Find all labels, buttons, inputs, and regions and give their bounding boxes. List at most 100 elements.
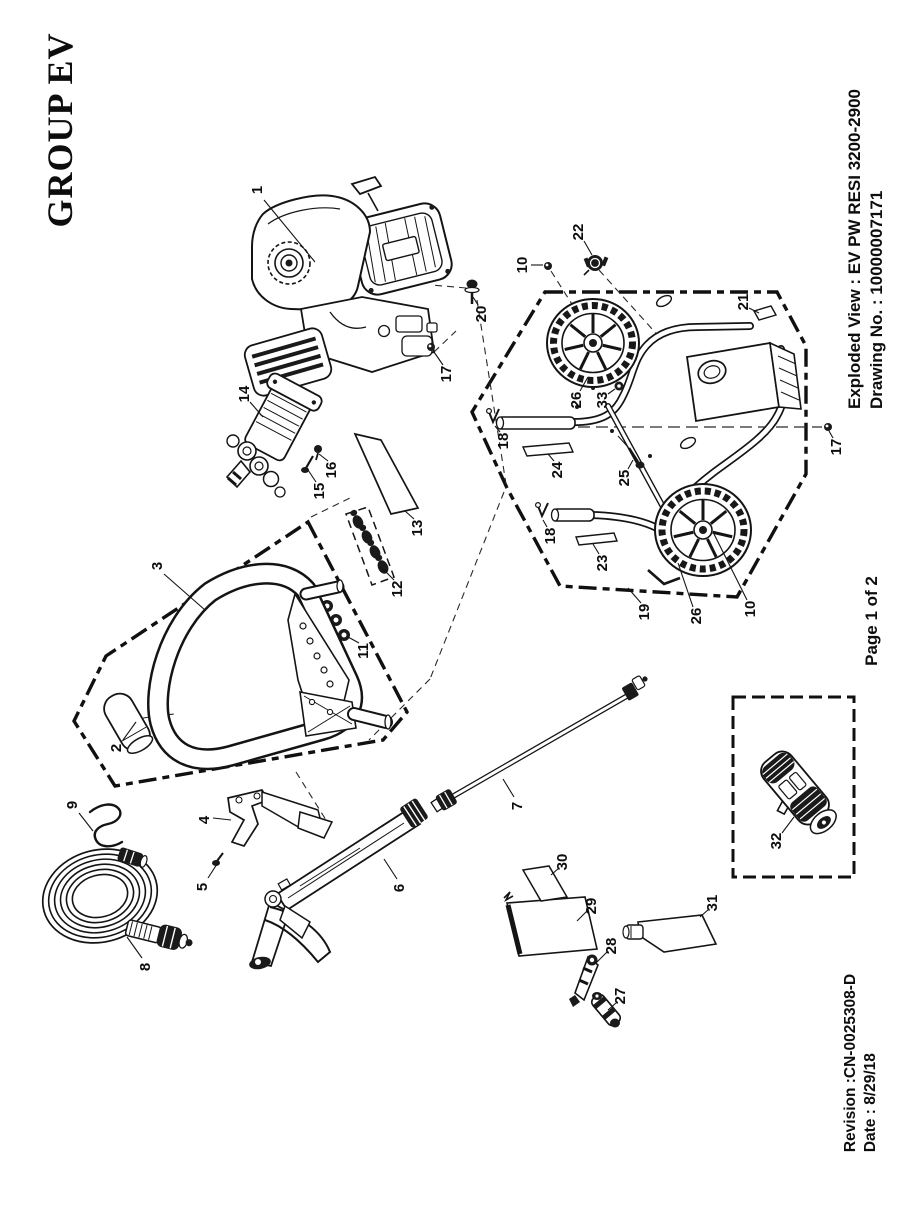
hubcap-22-illustration — [583, 255, 609, 276]
callout-4: 4 — [196, 815, 232, 824]
callout-26: 26 — [677, 562, 705, 624]
callout-number: 7 — [509, 802, 526, 810]
nozzle-27-illustration — [590, 992, 622, 1028]
wand-illustration — [435, 675, 648, 811]
callout-9: 9 — [64, 801, 94, 832]
handle-illustration — [147, 562, 393, 771]
callout-leader-line — [122, 721, 137, 741]
callout-32: 32 — [768, 816, 795, 850]
callout-number: 3 — [149, 562, 166, 570]
callout-number: 12 — [389, 581, 406, 598]
callout-20: 20 — [472, 296, 490, 323]
callout-number: 9 — [64, 801, 81, 809]
callout-30: 30 — [550, 854, 571, 876]
callout-leader-line — [307, 469, 317, 483]
callout-leader-line — [627, 587, 642, 604]
callout-17: 17 — [828, 430, 845, 456]
callout-22: 22 — [570, 224, 593, 256]
callout-18: 18 — [494, 425, 512, 449]
callout-number: 14 — [236, 385, 253, 402]
hose-hook-illustration — [88, 803, 124, 848]
callout-number: 5 — [194, 883, 211, 891]
decal-13-illustration — [353, 432, 420, 515]
callout-leader-line — [713, 533, 748, 601]
callout-24: 24 — [547, 453, 566, 478]
callout-21: 21 — [735, 294, 760, 314]
callout-number: 22 — [570, 224, 587, 241]
bolt-25-illustration — [617, 435, 645, 469]
callout-leader-line — [627, 459, 634, 470]
callout-26: 26 — [568, 376, 589, 409]
callout-number: 4 — [196, 815, 213, 824]
callout-number: 27 — [612, 988, 629, 1005]
manual-bag-29-illustration — [503, 891, 598, 957]
grip-illustration — [103, 692, 154, 754]
callout-15: 15 — [307, 469, 328, 499]
callout-number: 20 — [473, 306, 490, 323]
nozzle-28-illustration — [569, 954, 599, 1007]
callout-leader-line — [699, 908, 710, 918]
washer-33-illustration — [614, 381, 624, 391]
callout-18: 18 — [542, 519, 559, 545]
decal-24-illustration — [521, 442, 575, 457]
callout-number: 18 — [542, 528, 559, 545]
callout-leader-line — [828, 430, 834, 439]
callout-number: 29 — [583, 898, 600, 915]
accessory-box-boundary — [731, 695, 856, 879]
axle-stub-bottom-illustration — [550, 508, 595, 522]
callout-leader-line — [576, 910, 588, 922]
decal-21-illustration — [752, 305, 778, 321]
callout-number: 17 — [828, 439, 845, 456]
callout-number: 6 — [391, 884, 408, 892]
nut-17-right-illustration — [824, 423, 832, 431]
callout-3: 3 — [149, 562, 206, 611]
callout-leader-line — [550, 867, 560, 876]
callout-leader-line — [472, 296, 479, 306]
callout-10: 10 — [713, 533, 759, 618]
callout-number: 1 — [249, 186, 266, 194]
card-30-illustration — [521, 865, 569, 902]
screw-15-illustration — [301, 455, 314, 473]
spray-gun-illustration — [249, 795, 448, 970]
callout-number: 26 — [568, 392, 585, 409]
callout-leader-line — [542, 519, 548, 528]
callout-leader-line — [380, 566, 395, 581]
callout-leader-line — [607, 388, 616, 395]
callout-28: 28 — [595, 938, 620, 964]
callout-19: 19 — [627, 587, 653, 620]
callout-leader-line — [207, 860, 220, 879]
callout-leader-line — [263, 199, 316, 263]
callout-leader-line — [595, 951, 608, 964]
callout-leader-line — [583, 240, 593, 256]
callout-number: 17 — [438, 366, 455, 383]
callout-number: 10 — [742, 601, 759, 618]
decal-23-illustration — [575, 532, 618, 546]
callout-16: 16 — [318, 453, 340, 479]
callout-number: 23 — [594, 555, 611, 572]
callout-6: 6 — [383, 858, 408, 892]
wheel-bottom-illustration — [654, 483, 752, 577]
callout-1: 1 — [249, 186, 316, 263]
callout-5: 5 — [194, 860, 220, 891]
callout-number: 21 — [735, 294, 752, 311]
callout-leader-line — [547, 453, 555, 462]
callout-number: 30 — [554, 854, 571, 871]
callout-number: 24 — [549, 461, 566, 478]
screw-5-illustration — [212, 852, 224, 866]
cart-group-boundary — [470, 290, 808, 599]
callout-number: 31 — [704, 895, 721, 912]
funnel-31-illustration — [622, 914, 718, 953]
callout-number: 33 — [594, 392, 611, 409]
callout-number: 10 — [514, 257, 531, 274]
callout-number: 32 — [768, 833, 785, 850]
callout-number: 11 — [355, 643, 372, 659]
callout-leader-line — [592, 543, 600, 555]
axle-stub-top-illustration — [495, 416, 576, 430]
callout-leader-line — [249, 401, 264, 418]
callout-leader-line — [433, 351, 444, 366]
callout-31: 31 — [699, 895, 721, 918]
callout-number: 16 — [323, 462, 340, 479]
callout-10: 10 — [514, 257, 543, 274]
nozzle-rail-12-illustration — [345, 506, 395, 586]
